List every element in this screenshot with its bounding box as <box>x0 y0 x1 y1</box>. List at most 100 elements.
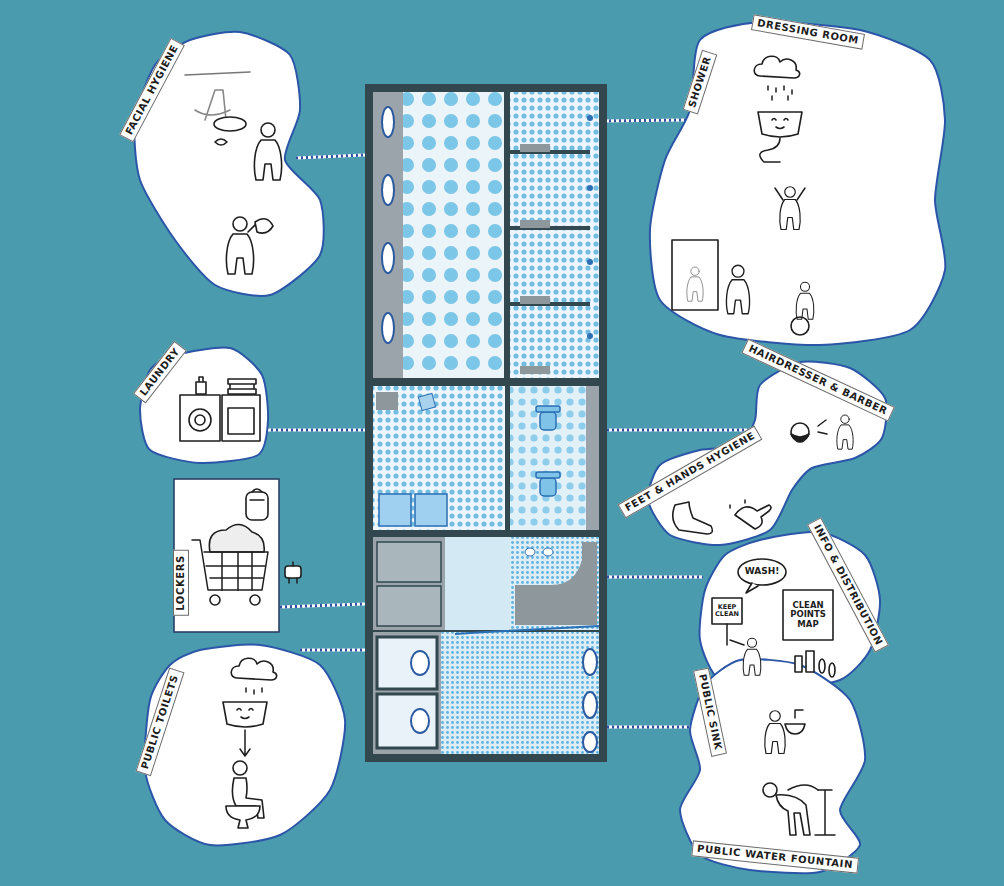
floor-plan <box>583 732 597 752</box>
public-toilets-sketch <box>233 761 247 775</box>
facial-hygiene-sketch <box>185 72 282 274</box>
floor-plan <box>377 637 437 689</box>
leader-lines <box>607 576 703 579</box>
hair-feet-sketch <box>818 420 827 434</box>
lockers-sketch <box>250 489 264 500</box>
floor-plan <box>515 542 597 625</box>
leader-lines <box>266 429 365 432</box>
public-sink-sketch <box>763 710 835 835</box>
floor-plan <box>365 84 607 762</box>
lockers-sketch <box>246 492 268 520</box>
info-distribution-sketch <box>806 651 814 672</box>
floor-plan <box>520 296 550 304</box>
public-toilets-sketch <box>226 806 260 828</box>
hair-feet-sketch <box>837 415 853 449</box>
leader-lines <box>599 120 686 121</box>
facial-hygiene-sketch <box>215 139 227 145</box>
shower-sketch <box>780 187 800 230</box>
info-distribution-sketch <box>727 624 744 645</box>
floor-plan <box>411 709 429 733</box>
hair-feet-sketch <box>735 505 771 529</box>
shower-sketch <box>775 188 805 200</box>
laundry-sketch <box>228 408 254 434</box>
info-distribution-sketch <box>819 659 825 673</box>
lockers-sketch <box>209 524 264 552</box>
sign-text: WASH! <box>740 567 784 577</box>
hair-feet-sketch <box>730 500 745 508</box>
leader-lines <box>607 576 703 579</box>
laundry-sketch <box>196 377 206 394</box>
public-toilets-sketch <box>246 688 262 694</box>
facial-hygiene-sketch <box>214 117 246 131</box>
floor-plan <box>510 386 586 530</box>
floor-plan <box>455 626 599 634</box>
floor-plan <box>583 692 597 718</box>
floor-plan <box>373 386 505 530</box>
floor-plan <box>382 175 394 205</box>
floor-plan <box>540 412 556 430</box>
public-toilets-sketch <box>231 658 276 680</box>
floor-plan <box>587 259 593 265</box>
shower-sketch <box>754 56 799 78</box>
public-sink-sketch <box>776 795 810 835</box>
sign-text: KEEP CLEAN <box>713 604 741 618</box>
leader-lines <box>280 604 365 607</box>
leader-lines <box>266 429 365 432</box>
laundry-sketch <box>228 379 256 394</box>
info-distribution-sketch <box>712 598 742 624</box>
floor-plan <box>411 651 429 733</box>
facial-hygiene-sketch <box>255 219 273 233</box>
public-toilets-sketch <box>223 702 267 727</box>
shower-sketch <box>768 86 792 100</box>
leader-lines <box>607 429 750 432</box>
leader-lines <box>280 604 365 607</box>
public-sink-sketch <box>763 783 777 797</box>
bubble-outline <box>650 22 946 345</box>
floor-plan <box>376 392 398 410</box>
floor-plan <box>520 366 550 374</box>
shower-sketch <box>672 56 814 335</box>
facial-hygiene-sketch <box>254 123 281 180</box>
info-distribution-sketch <box>712 559 835 677</box>
public-sink-sketch <box>815 790 835 835</box>
info-distribution-sketch <box>738 559 786 585</box>
lockers-sketch <box>206 552 265 590</box>
shower-sketch <box>687 267 703 301</box>
shower-sketch <box>796 282 814 319</box>
floor-plan <box>583 649 597 752</box>
floor-plan <box>377 586 441 626</box>
leader-lines <box>296 155 365 158</box>
floor-plan <box>536 406 560 412</box>
facial-hygiene-sketch <box>226 217 253 274</box>
lockers-sketch <box>192 540 268 590</box>
shower-sketch <box>672 240 718 310</box>
hair-feet-sketch <box>791 423 809 441</box>
floor-plan <box>441 632 599 754</box>
floor-plan <box>377 637 437 748</box>
leader-lines <box>300 649 365 652</box>
sign-text: CLEAN POINTS MAP <box>784 601 832 629</box>
shower-sketch <box>791 317 809 335</box>
lockers-sketch <box>192 489 301 605</box>
floor-plan <box>382 243 394 273</box>
public-toilets-sketch <box>240 730 250 756</box>
laundry-sketch <box>180 395 220 441</box>
floor-plan <box>377 542 441 626</box>
floor-plan <box>377 694 437 748</box>
info-distribution-sketch <box>783 590 833 640</box>
bubble-outline <box>680 659 865 873</box>
laundry-sketch <box>195 415 205 425</box>
leader-lines <box>599 120 686 121</box>
shower-sketch <box>758 112 802 137</box>
lockers-outline <box>174 479 279 632</box>
floor-plan <box>536 472 560 478</box>
public-sink-fountain-bubble: PUBLIC SINKPUBLIC WATER FOUNTAIN <box>660 650 875 880</box>
floor-plan <box>373 632 441 754</box>
lockers-sketch <box>285 566 301 578</box>
floor-plan <box>382 107 394 343</box>
leader-lines <box>296 155 365 158</box>
floor-plan <box>520 144 550 374</box>
public-toilets-sketch <box>223 658 277 828</box>
shower-sketch <box>760 138 780 162</box>
floor-plan <box>525 548 535 556</box>
